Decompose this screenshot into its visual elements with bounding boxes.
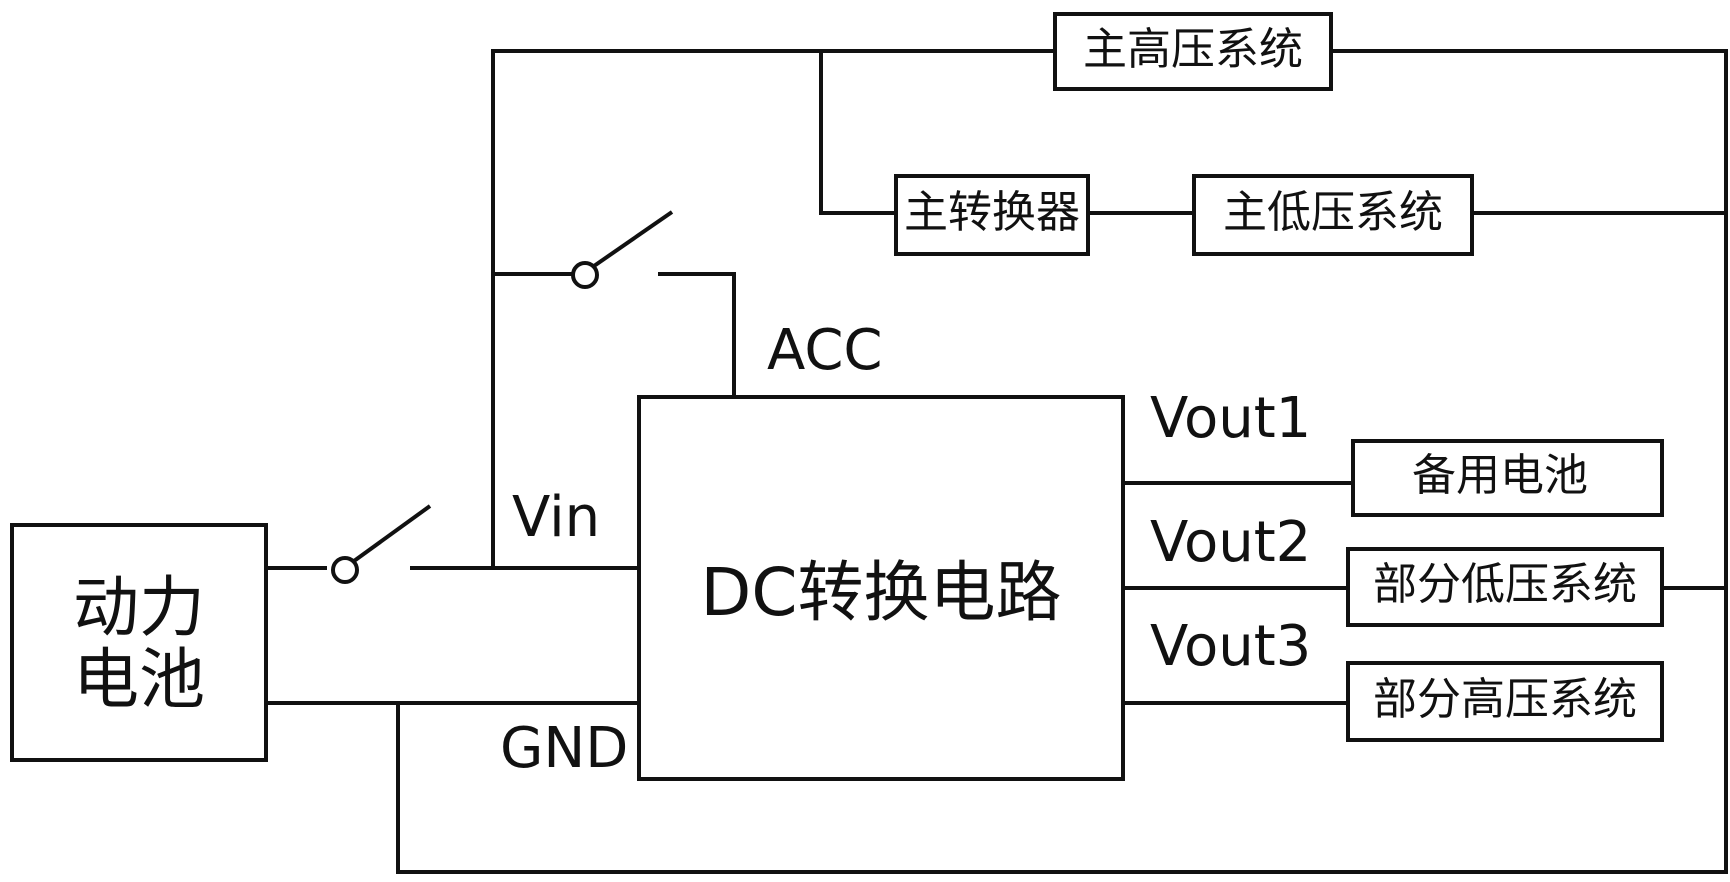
acc-switch (571, 210, 674, 289)
pin-vin-label: Vin (512, 485, 600, 550)
main-low-voltage-label: 主低压系统 (1223, 187, 1443, 238)
dc-converter-label: DC转换电路 (701, 554, 1062, 631)
main-high-voltage-label: 主高压系统 (1083, 24, 1303, 75)
partial-low-voltage-box (1346, 547, 1664, 627)
power-battery-label-line1: 动力 (73, 569, 205, 646)
pin-vout3-label: Vout3 (1150, 614, 1311, 679)
dc-converter-box (637, 395, 1125, 781)
backup-battery-box (1351, 439, 1664, 517)
pin-acc-label: ACC (767, 318, 883, 383)
pin-vout2-label: Vout2 (1150, 510, 1311, 575)
partial-high-voltage-label: 部分高压系统 (1373, 674, 1637, 725)
partial-high-voltage-box (1346, 661, 1664, 742)
pin-vout1-label: Vout1 (1150, 386, 1311, 451)
power-battery-label-line2: 电池 (73, 641, 205, 718)
main-converter-box (894, 174, 1090, 256)
main-switch (331, 504, 432, 584)
power-battery-box (10, 523, 268, 762)
main-high-voltage-box (1053, 12, 1333, 91)
backup-battery-label: 备用电池 (1412, 450, 1588, 501)
pin-gnd-label: GND (500, 716, 628, 781)
partial-low-voltage-label: 部分低压系统 (1373, 559, 1637, 610)
main-converter-label: 主转换器 (904, 187, 1080, 238)
main-low-voltage-box (1192, 174, 1474, 256)
